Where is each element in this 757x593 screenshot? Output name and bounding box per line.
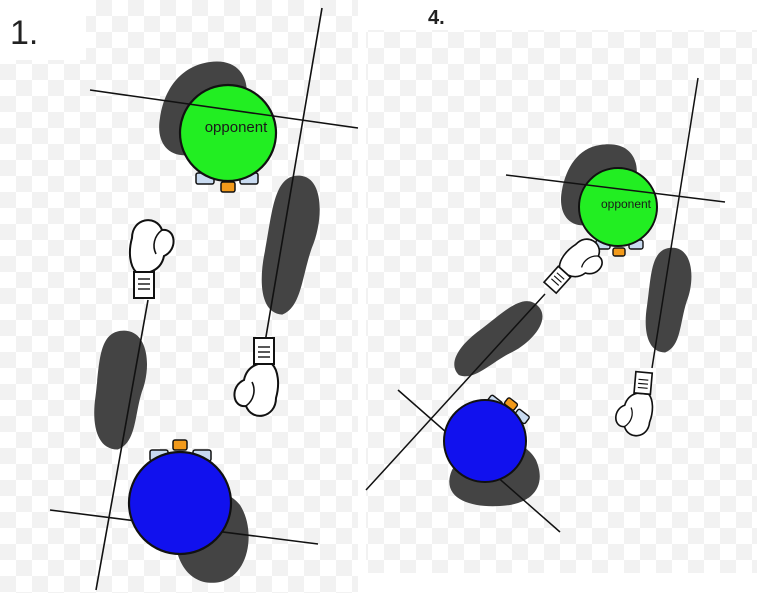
player-boxer [127, 439, 233, 556]
opponent-label: opponent [205, 119, 268, 136]
opponent-boxer: opponent [578, 167, 658, 257]
opponent-boxer: opponent [178, 83, 278, 193]
opponent-circle [578, 167, 658, 247]
opponent-label: opponent [601, 197, 652, 211]
panel-4-background [366, 30, 757, 573]
opponent-marker-nose [220, 181, 236, 193]
panel-1: 1. opponent [0, 0, 359, 593]
opponent-circle [178, 83, 278, 183]
right-arm-line [261, 7, 323, 361]
opponent-marker-nose [612, 247, 626, 257]
panel-4: 4. opponent [365, 7, 757, 573]
player-circle [127, 450, 233, 556]
left-arm-line [95, 299, 149, 591]
player-circle [443, 399, 527, 483]
left-arm-line [365, 293, 546, 491]
step-label-4: 4. [428, 7, 445, 29]
player-marker-nose [172, 439, 188, 451]
opponent-guide-line [89, 89, 359, 129]
step-label-1: 1. [10, 14, 38, 52]
opponent-guide-line [505, 174, 726, 203]
right-arm-line [651, 77, 699, 369]
player-boxer [443, 394, 530, 483]
